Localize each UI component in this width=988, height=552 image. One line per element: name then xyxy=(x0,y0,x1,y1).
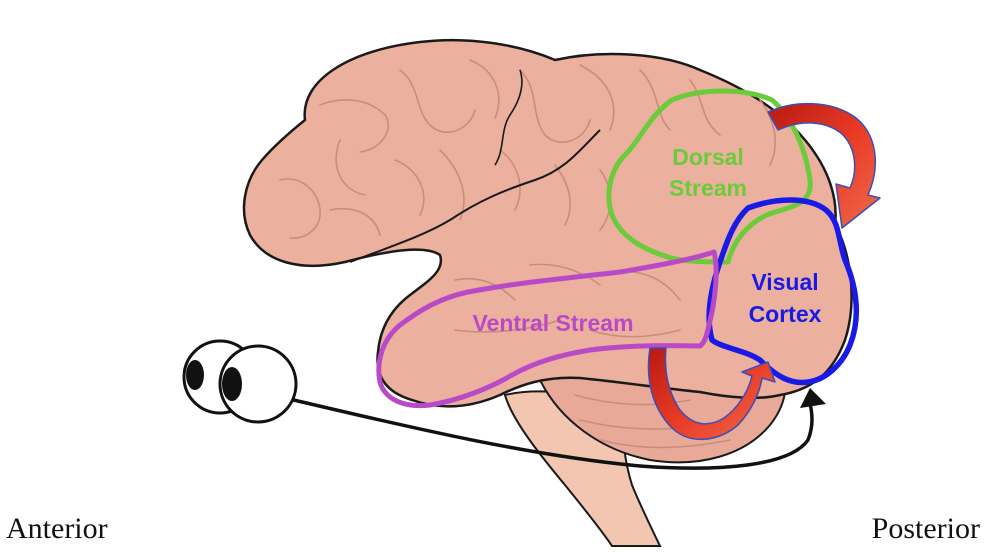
visual-cortex-label-line1: Visual xyxy=(751,269,818,295)
visual-cortex-label-line2: Cortex xyxy=(749,301,822,327)
dorsal-stream-label-line2: Stream xyxy=(669,175,747,201)
dorsal-stream-label-line1: Dorsal xyxy=(672,144,744,170)
anterior-label: Anterior xyxy=(6,514,108,544)
ventral-stream-label: Ventral Stream xyxy=(472,310,633,336)
black-arrowhead-icon xyxy=(800,388,826,408)
eyes-icon xyxy=(184,341,296,422)
posterior-label: Posterior xyxy=(872,514,980,544)
